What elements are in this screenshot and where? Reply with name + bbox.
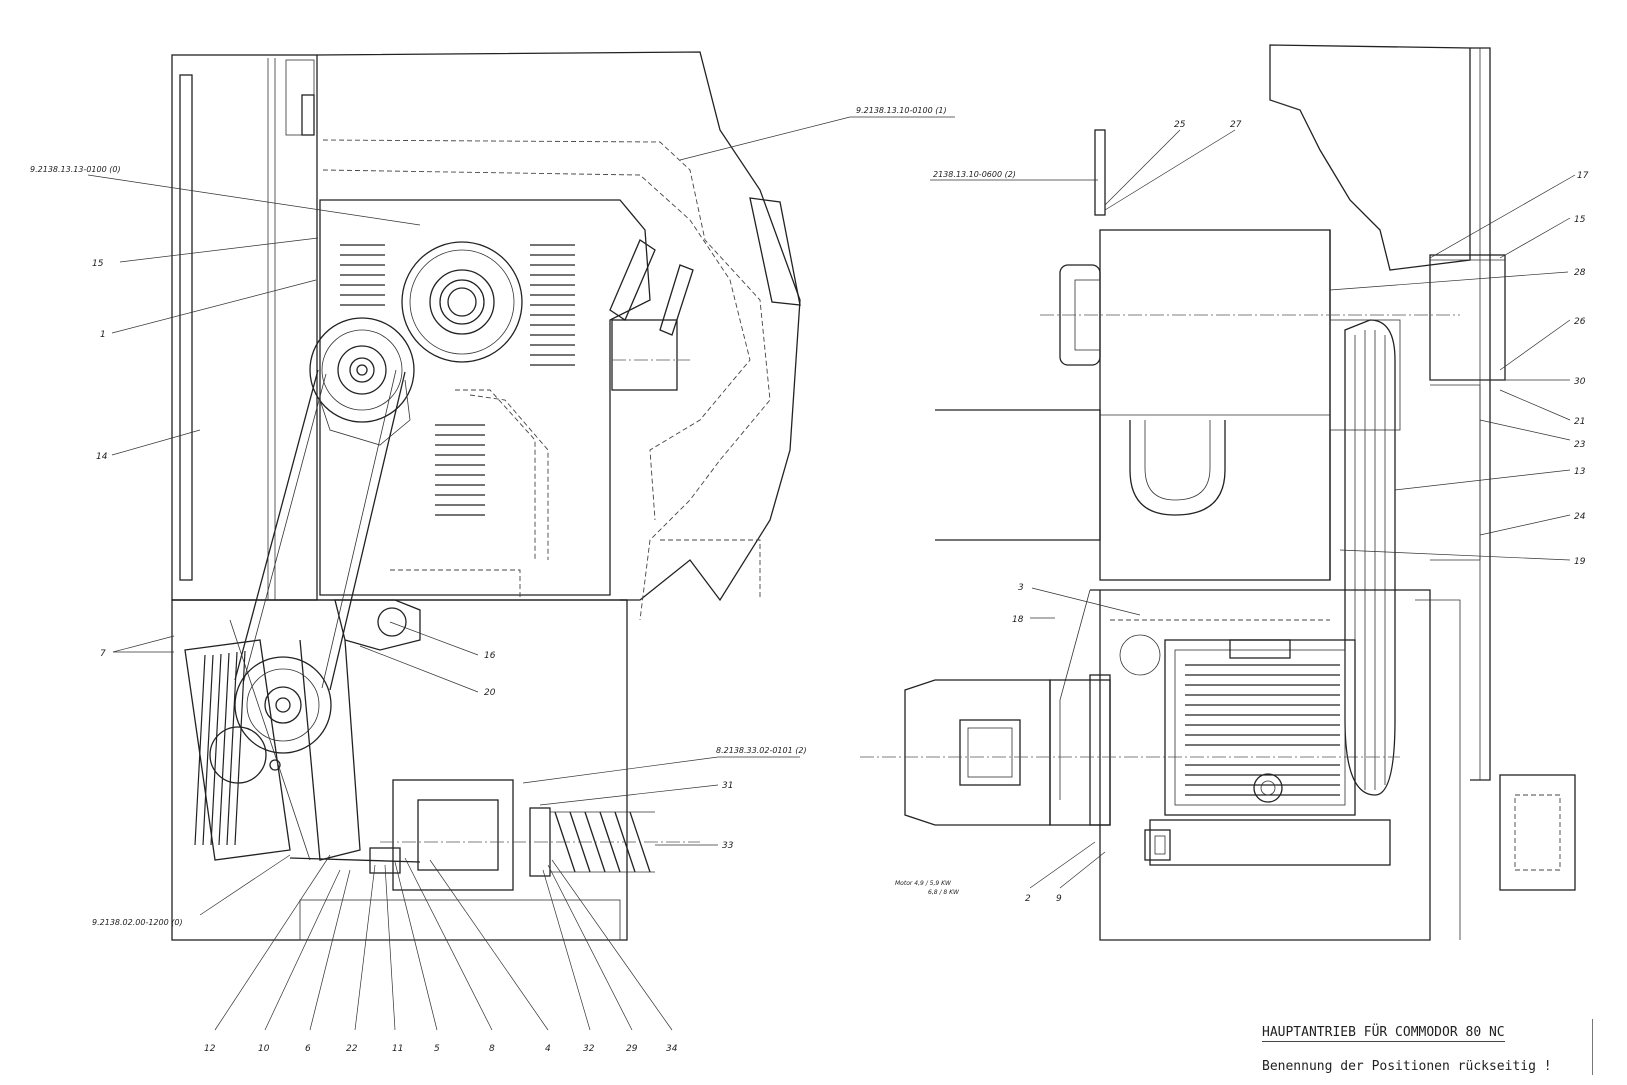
louvres-upper-left	[340, 244, 385, 306]
callout-10: 10	[258, 1044, 270, 1054]
callout-34: 34	[666, 1044, 678, 1054]
callout-24: 24	[1574, 512, 1586, 522]
callout-4: 4	[545, 1044, 551, 1054]
callout-28: 28	[1574, 268, 1586, 278]
callout-7: 7	[100, 649, 106, 659]
motor-ribs	[1164, 639, 1356, 816]
left-view-leaders	[87, 116, 955, 1031]
left-view-labels: 9.2138.13.13-0100 (0) 9.2138.13.10-0100 …	[30, 106, 947, 1054]
callout-21: 21	[1574, 417, 1585, 427]
callout-31: 31	[722, 781, 733, 791]
callout-23: 23	[1574, 440, 1586, 450]
lower-pulley	[209, 656, 332, 784]
callout-12: 12	[204, 1044, 216, 1054]
right-view-labels: 2138.13.10-0600 (2) 25 27 17 15 28 26 30…	[895, 120, 1589, 904]
callout-9: 9	[1056, 894, 1062, 904]
drawing-subtitle: Benennung der Positionen rückseitig !	[1262, 1059, 1552, 1074]
right-view	[860, 44, 1576, 941]
callout-3: 3	[1018, 583, 1024, 593]
drawing-title: HAUPTANTRIEB FÜR COMMODOR 80 NC	[1262, 1025, 1505, 1042]
callout-26: 26	[1574, 317, 1586, 327]
left-view	[171, 51, 801, 941]
callout-5: 5	[434, 1044, 440, 1054]
drive-belts	[1344, 319, 1396, 796]
callout-25: 25	[1174, 120, 1186, 130]
ref-spring-assembly: 8.2138.33.02-0101 (2)	[716, 746, 807, 755]
louvres-center	[435, 424, 485, 516]
callout-22: 22	[346, 1044, 358, 1054]
callout-30: 30	[1574, 377, 1586, 387]
callout-15r: 15	[1574, 215, 1586, 225]
motor-note-line1: Motor 4,9 / 5,9 KW	[895, 880, 952, 887]
callout-33: 33	[722, 841, 734, 851]
callout-27: 27	[1230, 120, 1242, 130]
louvres-upper-right	[530, 244, 575, 366]
callout-1: 1	[100, 330, 106, 340]
ref-left-cover: 9.2138.13.13-0100 (0)	[30, 165, 121, 174]
callout-18: 18	[1012, 615, 1024, 625]
callout-8: 8	[489, 1044, 495, 1054]
callout-2: 2	[1025, 894, 1031, 904]
spindle-pulley	[401, 241, 523, 363]
ref-bottom-bracket: 9.2138.02.00-1200 (0)	[92, 918, 183, 927]
ref-top-cover: 9.2138.13.10-0100 (1)	[856, 106, 947, 115]
callout-11: 11	[392, 1044, 403, 1054]
title-block: HAUPTANTRIEB FÜR COMMODOR 80 NC Benennun…	[1258, 1015, 1598, 1079]
right-view-leaders	[930, 129, 1576, 889]
motor-note-line2: 6,8 / 8 KW	[928, 889, 960, 896]
callout-29: 29	[626, 1044, 638, 1054]
callout-13: 13	[1574, 467, 1586, 477]
spring-assembly	[380, 779, 700, 891]
callout-32: 32	[583, 1044, 595, 1054]
motor	[860, 674, 1400, 826]
ribbed-block	[184, 639, 291, 861]
callout-15: 15	[92, 259, 104, 269]
title-divider	[1592, 1019, 1593, 1075]
callout-16: 16	[484, 651, 496, 661]
ref-right-guard: 2138.13.10-0600 (2)	[933, 170, 1016, 179]
callout-14: 14	[96, 452, 108, 462]
callout-17: 17	[1577, 171, 1589, 181]
callout-20: 20	[484, 688, 496, 698]
callout-6: 6	[305, 1044, 311, 1054]
upper-drive-pulley	[309, 317, 415, 446]
callout-19: 19	[1574, 557, 1586, 567]
